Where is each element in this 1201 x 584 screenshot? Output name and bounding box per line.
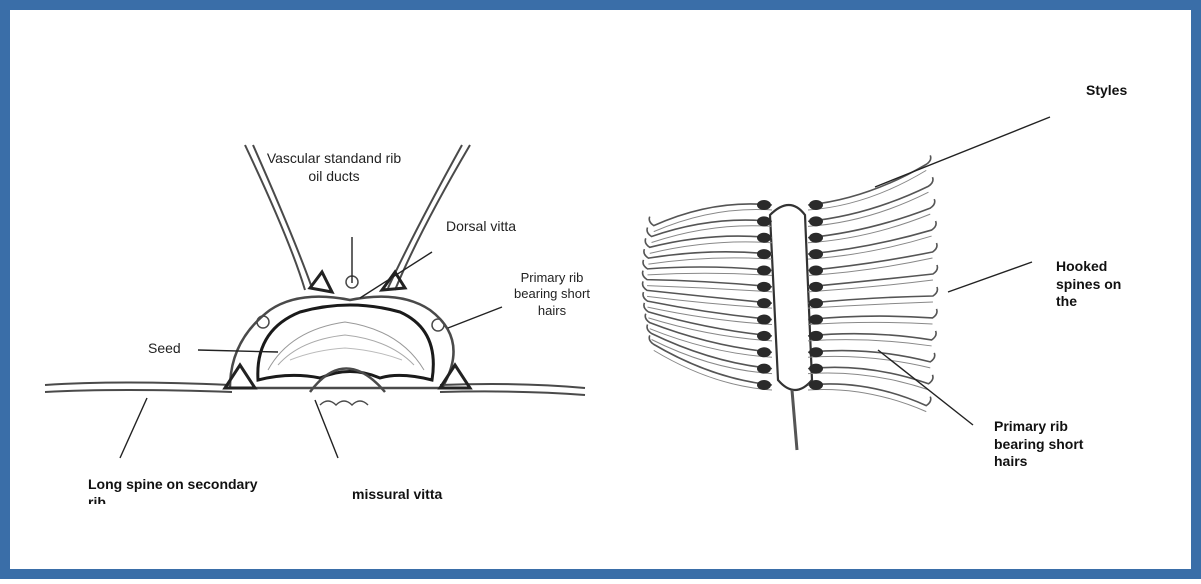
rib-mark-right-2 bbox=[809, 233, 823, 243]
label-commissural-vitta: missural vitta bbox=[352, 486, 442, 504]
rib-mark-left-0 bbox=[757, 200, 771, 210]
spine-shadow-right-4 bbox=[808, 258, 932, 275]
rib-mark-right-8 bbox=[809, 331, 823, 341]
seed-striation-2 bbox=[278, 335, 414, 365]
rib-mark-left-8 bbox=[757, 331, 771, 341]
leader-styles bbox=[875, 117, 1050, 187]
spine-left-8 bbox=[644, 303, 772, 336]
seed-striation-1 bbox=[268, 322, 424, 370]
label-seed: Seed bbox=[148, 340, 181, 358]
rib-mark-right-11 bbox=[809, 380, 823, 390]
label-primary-rib-left: Primary rib bearing short hairs bbox=[492, 270, 612, 319]
rib-mark-right-4 bbox=[809, 265, 823, 275]
label-styles: Styles bbox=[1086, 82, 1127, 100]
leader-long-spine bbox=[120, 398, 147, 458]
rib-mark-right-6 bbox=[809, 298, 823, 308]
rib-mark-right-0 bbox=[809, 200, 823, 210]
spiny-fruit-illustration bbox=[643, 155, 938, 450]
rib-mark-left-2 bbox=[757, 233, 771, 243]
hair-tuft-left bbox=[257, 316, 269, 328]
rib-mark-left-7 bbox=[757, 315, 771, 325]
right-leader-lines bbox=[875, 117, 1050, 425]
label-primary-rib-right: Primary rib bearing short hairs bbox=[994, 418, 1083, 471]
spine-shadow-left-3 bbox=[648, 258, 772, 264]
rib-mark-left-1 bbox=[757, 216, 771, 226]
spine-right-8 bbox=[808, 331, 936, 340]
spine-shadow-left-11 bbox=[654, 350, 772, 390]
rib-mark-right-9 bbox=[809, 347, 823, 357]
spine-shadow-right-7 bbox=[808, 322, 932, 324]
rib-mark-right-3 bbox=[809, 249, 823, 259]
rib-mark-left-6 bbox=[757, 298, 771, 308]
spine-shadow-right-0 bbox=[808, 170, 926, 210]
fruit-central-body bbox=[770, 205, 812, 390]
spine-right-6 bbox=[808, 287, 937, 303]
vitta-top-left bbox=[310, 272, 332, 292]
spine-shadow-left-4 bbox=[648, 273, 772, 275]
leader-commissural bbox=[315, 400, 338, 458]
spine-left-4 bbox=[643, 260, 772, 271]
rib-mark-right-5 bbox=[809, 282, 823, 292]
spine-right-7 bbox=[808, 309, 937, 320]
spine-shadow-right-5 bbox=[808, 280, 933, 292]
spine-right-4 bbox=[808, 243, 937, 270]
label-hooked-spines: Hooked spines on the bbox=[1056, 258, 1121, 311]
under-bumps bbox=[320, 401, 368, 405]
spine-shadow-left-1 bbox=[652, 226, 772, 243]
rib-mark-left-4 bbox=[757, 265, 771, 275]
rib-mark-left-9 bbox=[757, 347, 771, 357]
spine-right-11 bbox=[808, 384, 931, 406]
leader-dorsal bbox=[360, 252, 432, 298]
spine-shadow-right-8 bbox=[808, 340, 932, 346]
label-vascular-rib: Vascular standand rib oil ducts bbox=[254, 150, 414, 185]
spine-shadow-right-11 bbox=[808, 389, 926, 411]
label-dorsal-vitta: Dorsal vitta bbox=[446, 218, 516, 236]
hair-tuft-right bbox=[432, 319, 444, 331]
rib-mark-left-10 bbox=[757, 364, 771, 374]
rib-mark-left-5 bbox=[757, 282, 771, 292]
fruit-tail bbox=[792, 390, 797, 450]
rib-mark-left-11 bbox=[757, 380, 771, 390]
seed-striation-3 bbox=[290, 348, 402, 360]
long-spine-right-inner bbox=[440, 391, 585, 395]
spine-shadow-left-7 bbox=[648, 307, 772, 324]
rib-mark-right-1 bbox=[809, 216, 823, 226]
rib-mark-left-3 bbox=[757, 249, 771, 259]
label-long-spine: Long spine on secondary rib bbox=[88, 476, 328, 504]
long-spine-left-inner bbox=[45, 390, 232, 392]
rib-mark-right-7 bbox=[809, 315, 823, 325]
spine-shadow-left-6 bbox=[647, 296, 772, 308]
leader-seed bbox=[198, 350, 278, 352]
long-spine-left bbox=[45, 383, 230, 386]
spine-shadow-left-5 bbox=[647, 286, 772, 292]
spine-shadow-right-6 bbox=[808, 302, 933, 308]
leader-hooked bbox=[948, 262, 1032, 292]
rib-mark-right-10 bbox=[809, 364, 823, 374]
